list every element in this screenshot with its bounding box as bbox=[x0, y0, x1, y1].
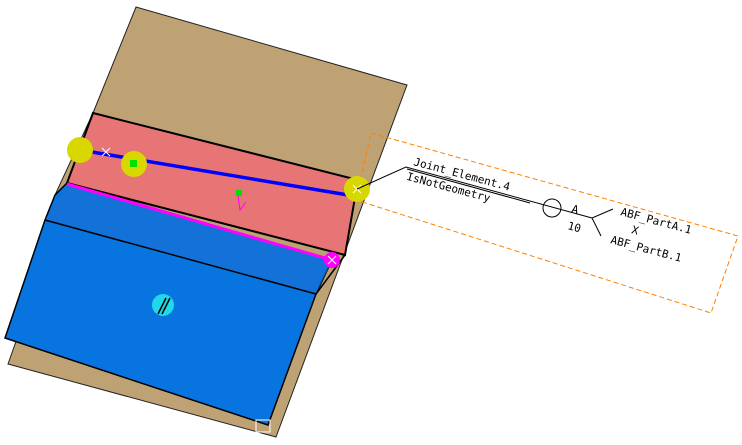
leader-line bbox=[356, 166, 593, 219]
separator-label: X bbox=[630, 223, 640, 237]
green-point-mid bbox=[236, 190, 242, 196]
leader-line-underline bbox=[406, 168, 531, 204]
hatch-icon bbox=[157, 297, 171, 315]
bend-strip bbox=[45, 185, 332, 294]
panel-edge bbox=[315, 254, 346, 295]
symbol-value: 10 bbox=[566, 219, 582, 235]
symbol-letter: A bbox=[570, 202, 580, 216]
highlight-point-1[interactable] bbox=[67, 137, 93, 163]
magenta-edge-line[interactable] bbox=[66, 182, 333, 262]
corner-marker bbox=[255, 419, 271, 433]
fork-lines bbox=[591, 208, 614, 237]
green-point bbox=[130, 160, 137, 167]
x-mark-icon bbox=[327, 255, 337, 265]
x-mark-icon bbox=[101, 147, 111, 157]
direction-arrow-icon bbox=[237, 195, 247, 212]
bend-edge bbox=[44, 219, 317, 295]
part-b-label: ABF_PartB.1 bbox=[609, 233, 683, 264]
weld-symbol-circle bbox=[542, 198, 562, 218]
